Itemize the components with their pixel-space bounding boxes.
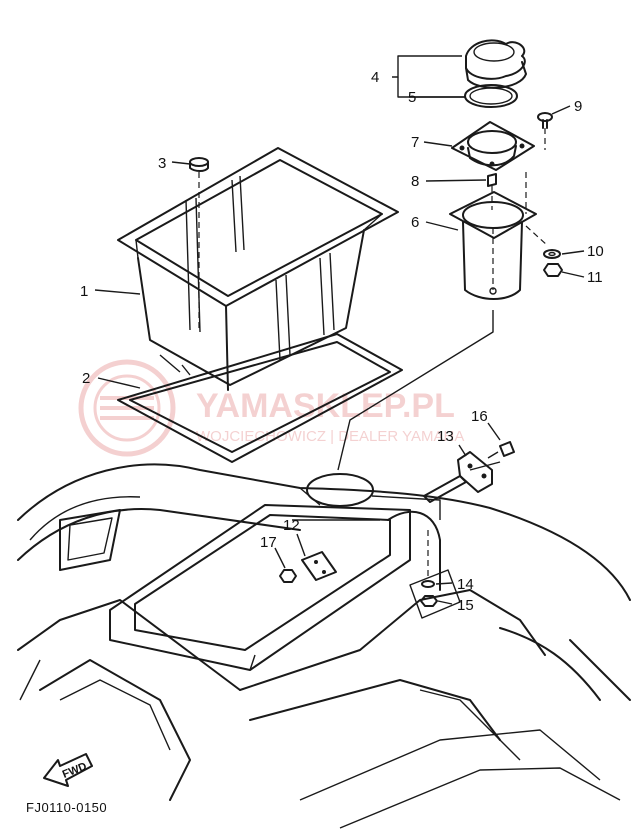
hull-deck — [17, 463, 631, 829]
filler-neck-flange — [451, 121, 535, 171]
bolt-16 — [487, 441, 515, 459]
bolt — [487, 173, 497, 210]
callout-16: 16 — [471, 408, 488, 425]
callout-7: 7 — [411, 134, 419, 151]
callout-3: 3 — [158, 155, 166, 172]
tube-leader-line — [337, 310, 494, 471]
watermark: YAMASKLEP.PL WOJCIECHOWICZ | DEALER YAMA… — [78, 359, 464, 457]
callout-4: 4 — [371, 69, 379, 86]
storage-opening — [109, 487, 411, 671]
watermark-brand: YAMASKLEP.PL — [196, 387, 455, 425]
nut — [543, 263, 563, 277]
o-ring — [464, 84, 518, 108]
callouts: 1 2 3 4 5 6 7 8 9 10 11 12 13 14 15 16 1… — [80, 69, 604, 614]
mount-area — [387, 510, 461, 619]
bracket — [423, 451, 501, 503]
filler-tube — [449, 172, 549, 300]
gasket — [117, 333, 403, 463]
callout-2: 2 — [82, 370, 90, 387]
nut-17 — [279, 569, 297, 583]
fwd-arrow-icon: FWD — [43, 753, 93, 787]
watermark-logo — [78, 359, 176, 457]
callout-8: 8 — [411, 173, 419, 190]
leader-lines — [94, 55, 585, 605]
screw — [537, 112, 553, 150]
callout-15: 15 — [457, 597, 474, 614]
plate — [301, 551, 337, 581]
filler-hole — [292, 473, 441, 521]
watermark-tagline: WOJCIECHOWICZ | DEALER YAMAHA — [196, 428, 464, 445]
filler-cap — [465, 39, 527, 89]
callout-6: 6 — [411, 214, 419, 231]
callout-5: 5 — [408, 89, 416, 106]
callout-14: 14 — [457, 576, 474, 593]
callout-11: 11 — [587, 269, 603, 286]
callout-17: 17 — [260, 534, 277, 551]
washer — [543, 249, 561, 259]
figure-code: FJ0110-0150 — [26, 800, 107, 815]
storage-box — [117, 147, 399, 391]
callout-1: 1 — [80, 283, 88, 300]
callout-12: 12 — [283, 517, 300, 534]
fastener-pin — [189, 157, 209, 330]
callout-13: 13 — [437, 428, 454, 445]
callout-9: 9 — [574, 98, 582, 115]
callout-10: 10 — [587, 243, 604, 260]
